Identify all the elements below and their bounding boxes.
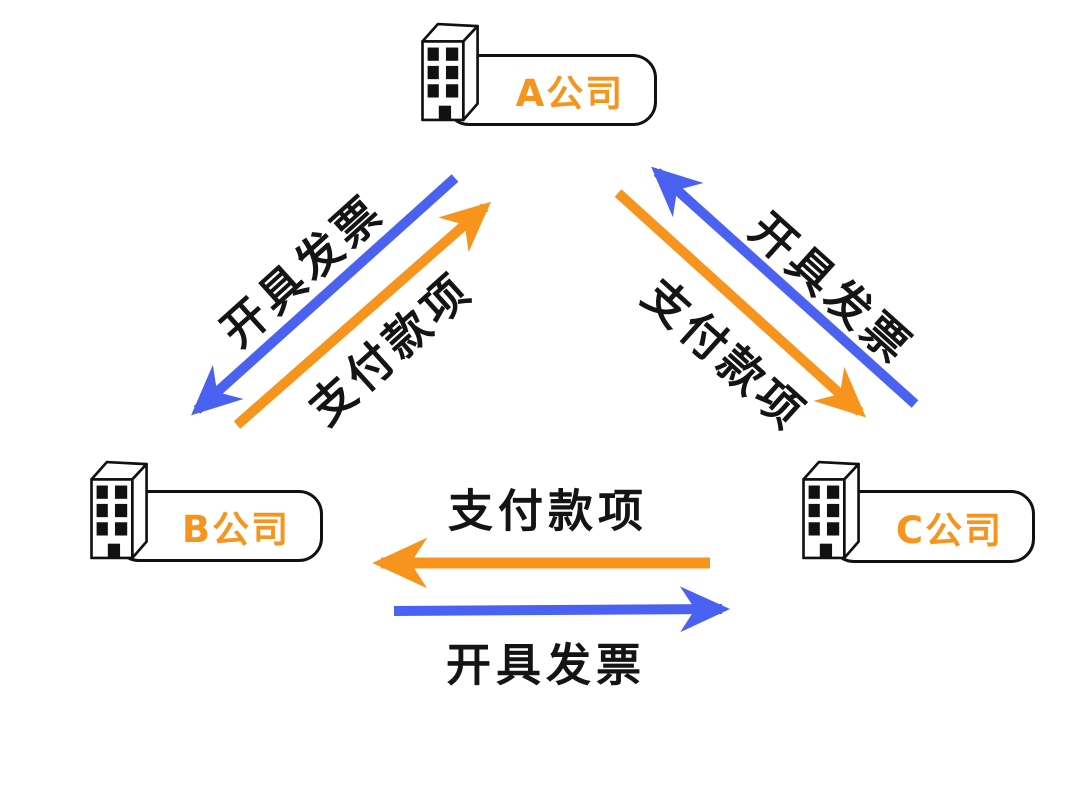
edge-label-b-to-c-invoice: 开具发票	[445, 638, 647, 692]
node-a-label: A公司	[515, 72, 625, 115]
arrow-b-to-c-invoice	[393, 586, 730, 633]
building-icon	[802, 460, 860, 560]
arrow-b-to-a-payment	[233, 201, 492, 429]
edge-label-c-to-b-payment: 支付款项	[447, 484, 649, 538]
building-icon	[90, 460, 148, 560]
node-c-label: C公司	[895, 508, 1004, 552]
node-b-label: B公司	[181, 508, 291, 551]
building-icon	[421, 22, 479, 122]
node-c-pill: C公司	[830, 490, 1035, 563]
arrow-c-to-a-invoice	[651, 166, 919, 408]
arrow-a-to-b-invoice	[191, 174, 459, 416]
arrow-a-to-c-payment	[614, 189, 866, 418]
